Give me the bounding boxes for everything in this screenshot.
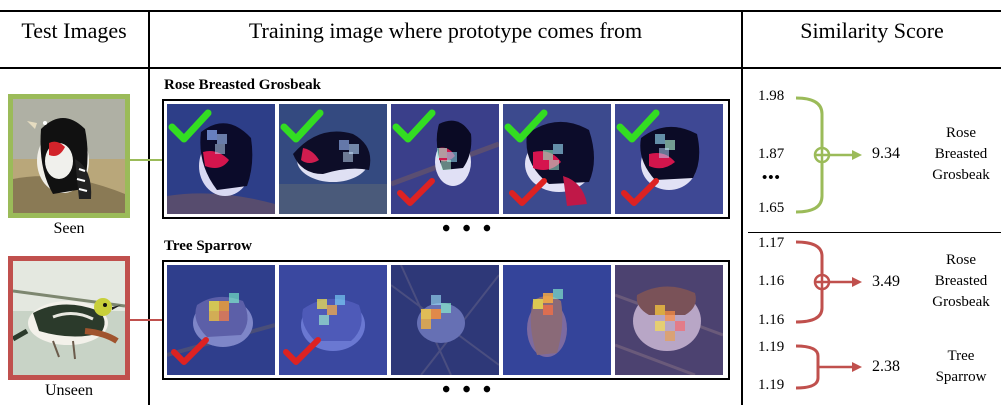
strip-ellipsis: • • • [442, 377, 495, 403]
check-icon [168, 109, 212, 143]
check-icon [504, 109, 548, 143]
header-test-images: Test Images [21, 18, 127, 43]
class-label-line: Breasted [934, 146, 988, 162]
test-image-seen-caption: Seen [53, 220, 85, 237]
class-label-line: Tree [947, 348, 975, 364]
check-icon [171, 337, 209, 365]
similarity-score: 1.19 [758, 377, 785, 393]
class-label: Rose Breasted Grosbeak [916, 123, 1001, 186]
prototype-strip-grosbeak [162, 99, 730, 219]
class-label-line: Grosbeak [932, 294, 990, 310]
check-icon [397, 178, 435, 206]
check-icon [621, 178, 659, 206]
check-icon [283, 337, 321, 365]
class-label-line: Rose [946, 252, 976, 268]
prototype-strip-tree-sparrow [162, 260, 730, 380]
strip-title-tree-sparrow: Tree Sparrow [164, 238, 252, 254]
prototype-tile [615, 265, 723, 375]
check-icon [509, 178, 547, 206]
score-group-divider [748, 232, 1001, 233]
prototype-tile [279, 104, 387, 214]
sum-bracket-seen [795, 96, 862, 214]
prototype-tile [279, 265, 387, 375]
header-training-image: Training image where prototype comes fro… [248, 18, 643, 43]
similarity-score-ellipsis: ••• [762, 170, 781, 186]
similarity-score: 1.87 [758, 146, 785, 162]
grosbeak-photo [13, 99, 125, 213]
prototype-tile [503, 265, 611, 375]
table-top-rule [0, 10, 1001, 12]
prototype-tile [391, 265, 499, 375]
column-divider-2 [741, 10, 743, 405]
class-label-line: Breasted [934, 273, 988, 289]
column-divider-1 [148, 10, 150, 405]
similarity-score: 1.16 [758, 312, 785, 328]
table-header-rule [0, 67, 1001, 69]
similarity-score: 1.98 [758, 88, 785, 104]
strip-ellipsis: • • • [442, 216, 495, 242]
check-icon [392, 109, 436, 143]
similarity-score: 1.17 [758, 235, 785, 251]
test-image-unseen-caption: Unseen [45, 382, 93, 399]
similarity-score: 1.19 [758, 339, 785, 355]
prototype-tile [615, 104, 723, 214]
test-image-unseen [8, 256, 130, 380]
check-icon [280, 109, 324, 143]
total-score: 9.34 [872, 145, 900, 162]
similarity-score: 1.65 [758, 200, 785, 216]
warbler-photo [13, 261, 125, 375]
prototype-tile [167, 104, 275, 214]
strip-title-grosbeak: Rose Breasted Grosbeak [164, 77, 321, 93]
check-icon [616, 109, 660, 143]
prototype-tile [167, 265, 275, 375]
header-similarity-score: Similarity Score [800, 18, 944, 43]
prototype-tile [391, 104, 499, 214]
sum-bracket-unseen-1 [795, 240, 862, 324]
class-label-line: Sparrow [935, 369, 987, 385]
class-label: Rose Breasted Grosbeak [916, 250, 1001, 313]
sum-bracket-unseen-2 [795, 344, 862, 390]
total-score: 3.49 [872, 273, 900, 290]
class-label-line: Rose [946, 125, 976, 141]
prototype-tile [503, 104, 611, 214]
class-label: Tree Sparrow [916, 346, 1001, 388]
similarity-score: 1.16 [758, 273, 785, 289]
total-score: 2.38 [872, 358, 900, 375]
test-image-seen [8, 94, 130, 218]
class-label-line: Grosbeak [932, 167, 990, 183]
